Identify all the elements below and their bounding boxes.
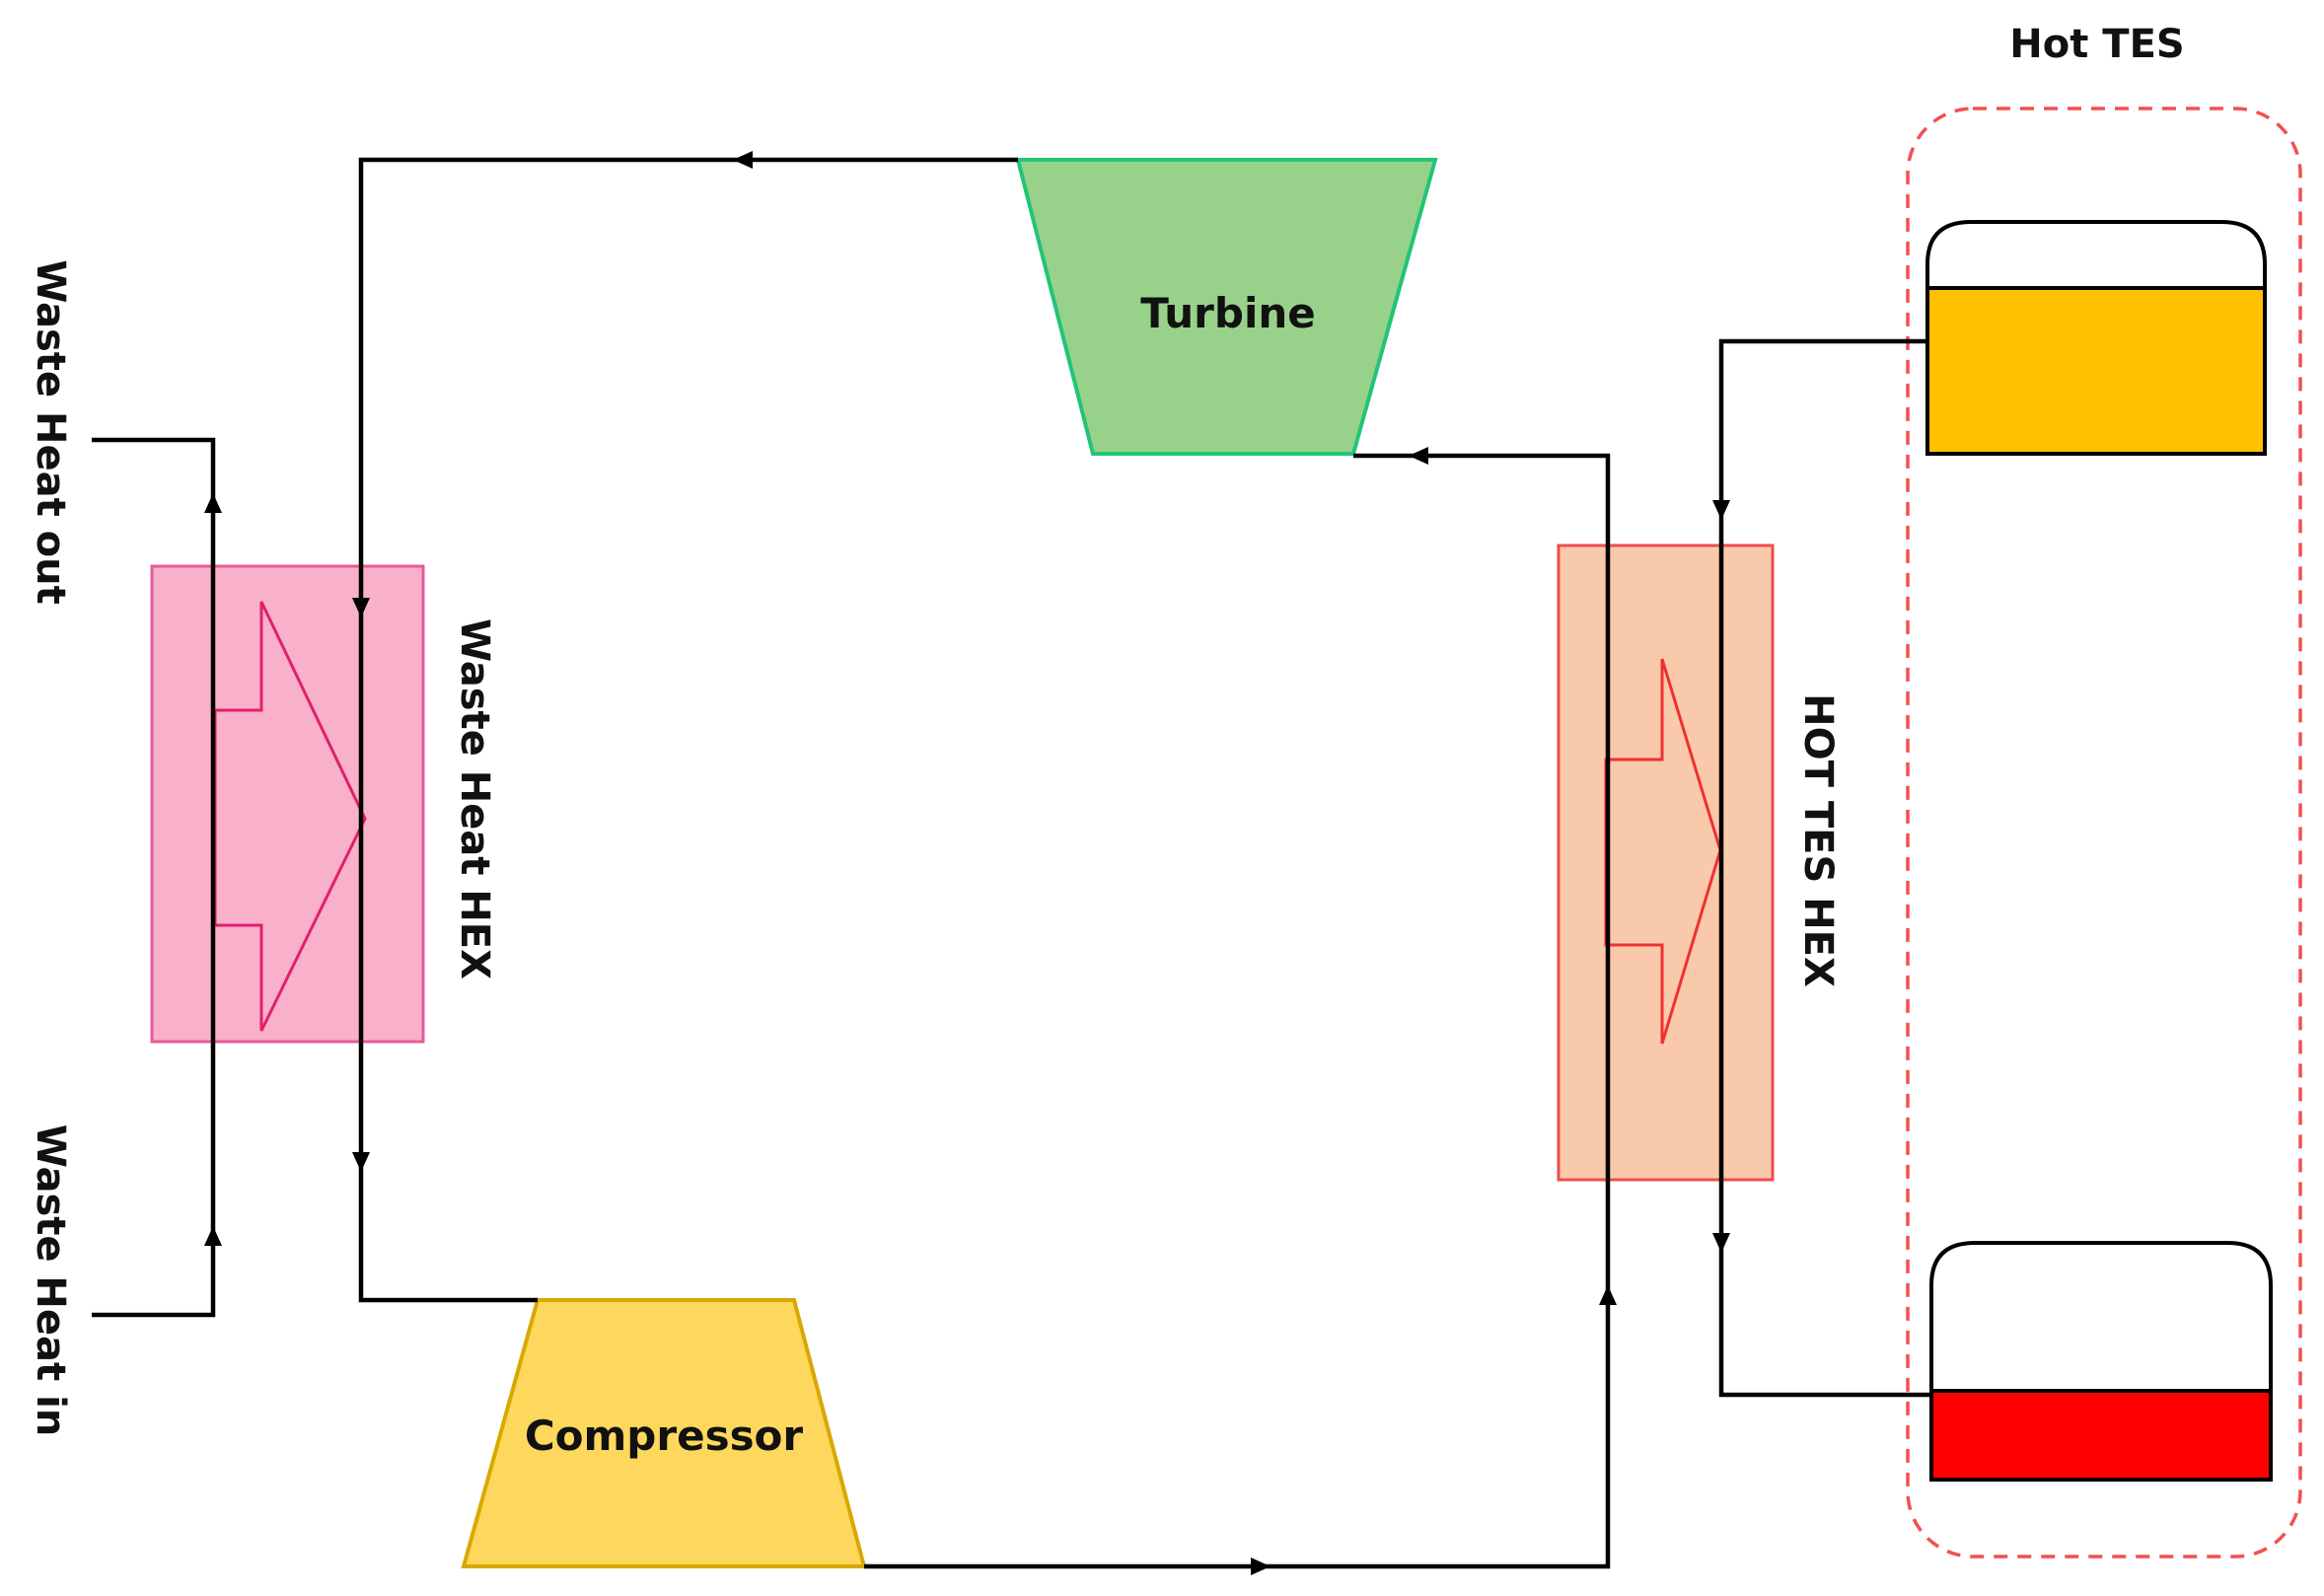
waste-heat-hex-box <box>150 564 425 1044</box>
flow-arrow-up-icon <box>204 1226 222 1246</box>
waste-heat-hex-transfer-arrow-icon <box>213 601 367 1032</box>
flow-arrow-down-icon <box>1712 500 1730 520</box>
flow-arrow-left-icon <box>733 151 753 169</box>
hot-tes-hex-label: HOT TES HEX <box>1795 693 1841 987</box>
waste-heat-hex-label: Waste Heat HEX <box>452 618 497 979</box>
turbine-label: Turbine <box>1140 289 1316 337</box>
pipe-waste-heat-stream <box>92 437 216 1318</box>
flow-arrow-down-icon <box>352 1152 370 1172</box>
hot-tes-hex-box <box>1557 544 1775 1182</box>
flow-arrow-left-icon <box>1409 447 1428 465</box>
waste-heat-out-label: Waste Heat out <box>28 259 73 604</box>
hot-tes-hex-transfer-arrow-icon <box>1604 658 1722 1045</box>
hot-tes-group-label: Hot TES <box>2009 22 2184 67</box>
pipe-compressor-to-turbine <box>864 453 1611 1569</box>
hot-tes-boundary <box>1906 107 2302 1559</box>
hot-storage-tank-fluid <box>1925 286 2267 456</box>
flow-arrow-down-icon <box>352 598 370 617</box>
flow-arrow-right-icon <box>1251 1558 1271 1575</box>
flow-arrow-up-icon <box>204 493 222 513</box>
compressor-label: Compressor <box>525 1412 804 1460</box>
pipe-turbine-to-compressor <box>358 157 1018 1303</box>
pipe-hot-tes-loop <box>1718 338 1931 1398</box>
waste-heat-in-label: Waste Heat in <box>28 1124 73 1437</box>
cold-storage-tank-fluid <box>1929 1389 2273 1482</box>
flow-arrow-down-icon <box>1712 1233 1730 1253</box>
flow-arrow-up-icon <box>1599 1285 1617 1305</box>
